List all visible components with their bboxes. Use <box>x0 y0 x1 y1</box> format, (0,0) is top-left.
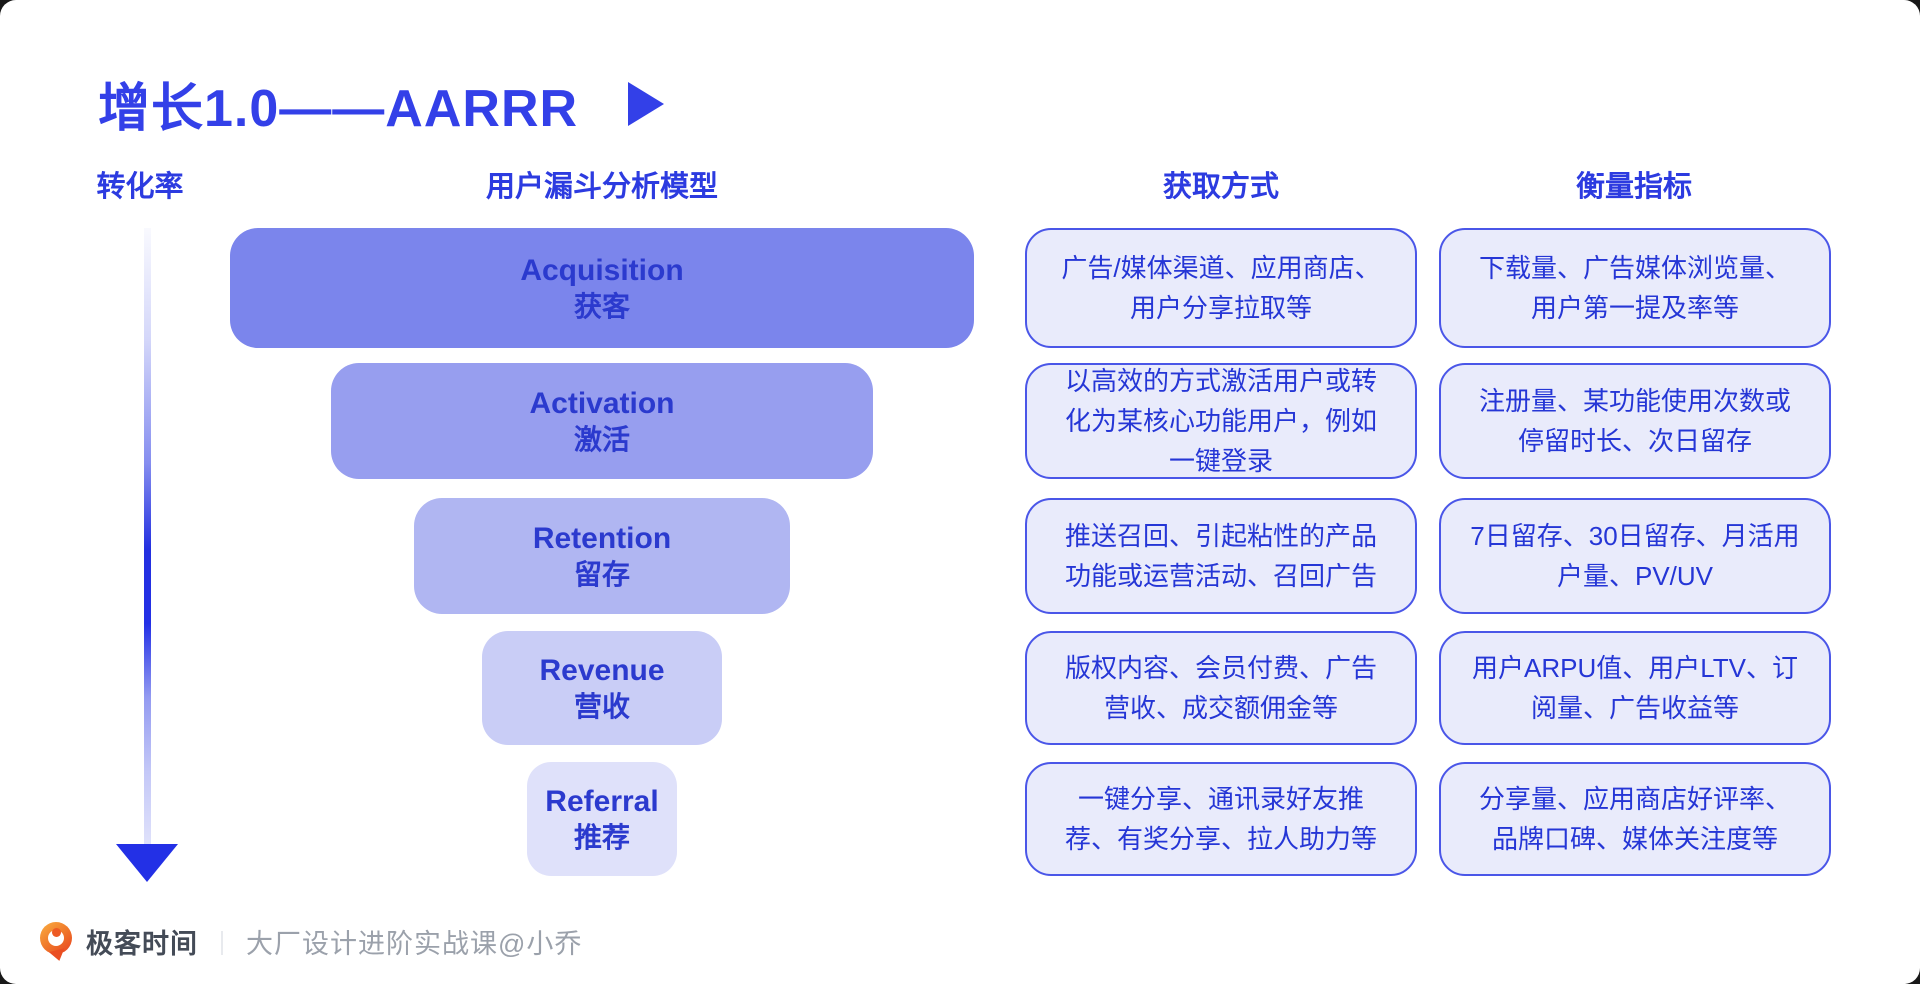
metrics-box-retention: 7日留存、30日留存、月活用户量、PV/UV <box>1439 498 1831 614</box>
funnel-level-activation: Activation 激活 <box>331 363 873 479</box>
metrics-box-activation: 注册量、某功能使用次数或停留时长、次日留存 <box>1439 363 1831 479</box>
funnel-level-zh-label: 推荐 <box>573 821 630 853</box>
methods-box-activation: 以高效的方式激活用户或转化为某核心功能用户，例如一键登录 <box>1025 363 1417 479</box>
funnel-level-revenue: Revenue 营收 <box>482 631 722 745</box>
logo-dot <box>52 928 61 937</box>
page-title: 增长1.0——AARRR <box>98 80 579 138</box>
logo-ring <box>40 922 72 954</box>
funnel-level-zh-label: 留存 <box>573 558 630 590</box>
funnel-level-en-label: Retention <box>532 521 672 555</box>
geektime-logo-icon <box>40 920 74 963</box>
methods-box-acquisition: 广告/媒体渠道、应用商店、用户分享拉取等 <box>1025 228 1417 348</box>
funnel-level-en-label: Activation <box>529 386 675 420</box>
footer-divider: ｜ <box>210 930 234 958</box>
metrics-box-referral: 分享量、应用商店好评率、品牌口碑、媒体关注度等 <box>1439 762 1831 876</box>
column-header-conversion: 转化率 <box>96 171 184 203</box>
funnel-level-retention: Retention 留存 <box>414 498 790 614</box>
play-triangle-icon <box>628 81 665 126</box>
column-header-funnel-model: 用户漏斗分析模型 <box>485 171 719 203</box>
methods-box-revenue: 版权内容、会员付费、广告营收、成交额佣金等 <box>1025 631 1417 745</box>
funnel-level-en-label: Revenue <box>539 653 665 687</box>
funnel-level-zh-label: 激活 <box>573 423 630 455</box>
logo-tail <box>48 948 68 963</box>
brand-name: 极客时间 <box>86 928 198 959</box>
column-header-acquisition-methods: 获取方式 <box>1162 171 1280 203</box>
conversion-rate-arrow-head-icon <box>116 844 178 882</box>
funnel-level-zh-label: 营收 <box>573 690 630 722</box>
methods-box-referral: 一键分享、通讯录好友推荐、有奖分享、拉人助力等 <box>1025 762 1417 876</box>
course-name: 大厂设计进阶实战课@小乔 <box>246 928 583 959</box>
column-header-measurement-metrics: 衡量指标 <box>1575 171 1693 203</box>
metrics-box-acquisition: 下载量、广告媒体浏览量、用户第一提及率等 <box>1439 228 1831 348</box>
funnel-level-en-label: Acquisition <box>520 253 684 287</box>
funnel-level-acquisition: Acquisition 获客 <box>230 228 974 348</box>
methods-box-retention: 推送召回、引起粘性的产品功能或运营活动、召回广告 <box>1025 498 1417 614</box>
title-row: 增长1.0——AARRR <box>98 66 665 141</box>
footer: 极客时间 ｜ 大厂设计进阶实战课@小乔 <box>40 920 583 963</box>
conversion-rate-arrow-line <box>144 228 151 846</box>
metrics-box-revenue: 用户ARPU值、用户LTV、订阅量、广告收益等 <box>1439 631 1831 745</box>
funnel-level-zh-label: 获客 <box>573 290 630 322</box>
funnel-level-en-label: Referral <box>545 784 659 818</box>
funnel-level-referral: Referral 推荐 <box>527 762 677 876</box>
